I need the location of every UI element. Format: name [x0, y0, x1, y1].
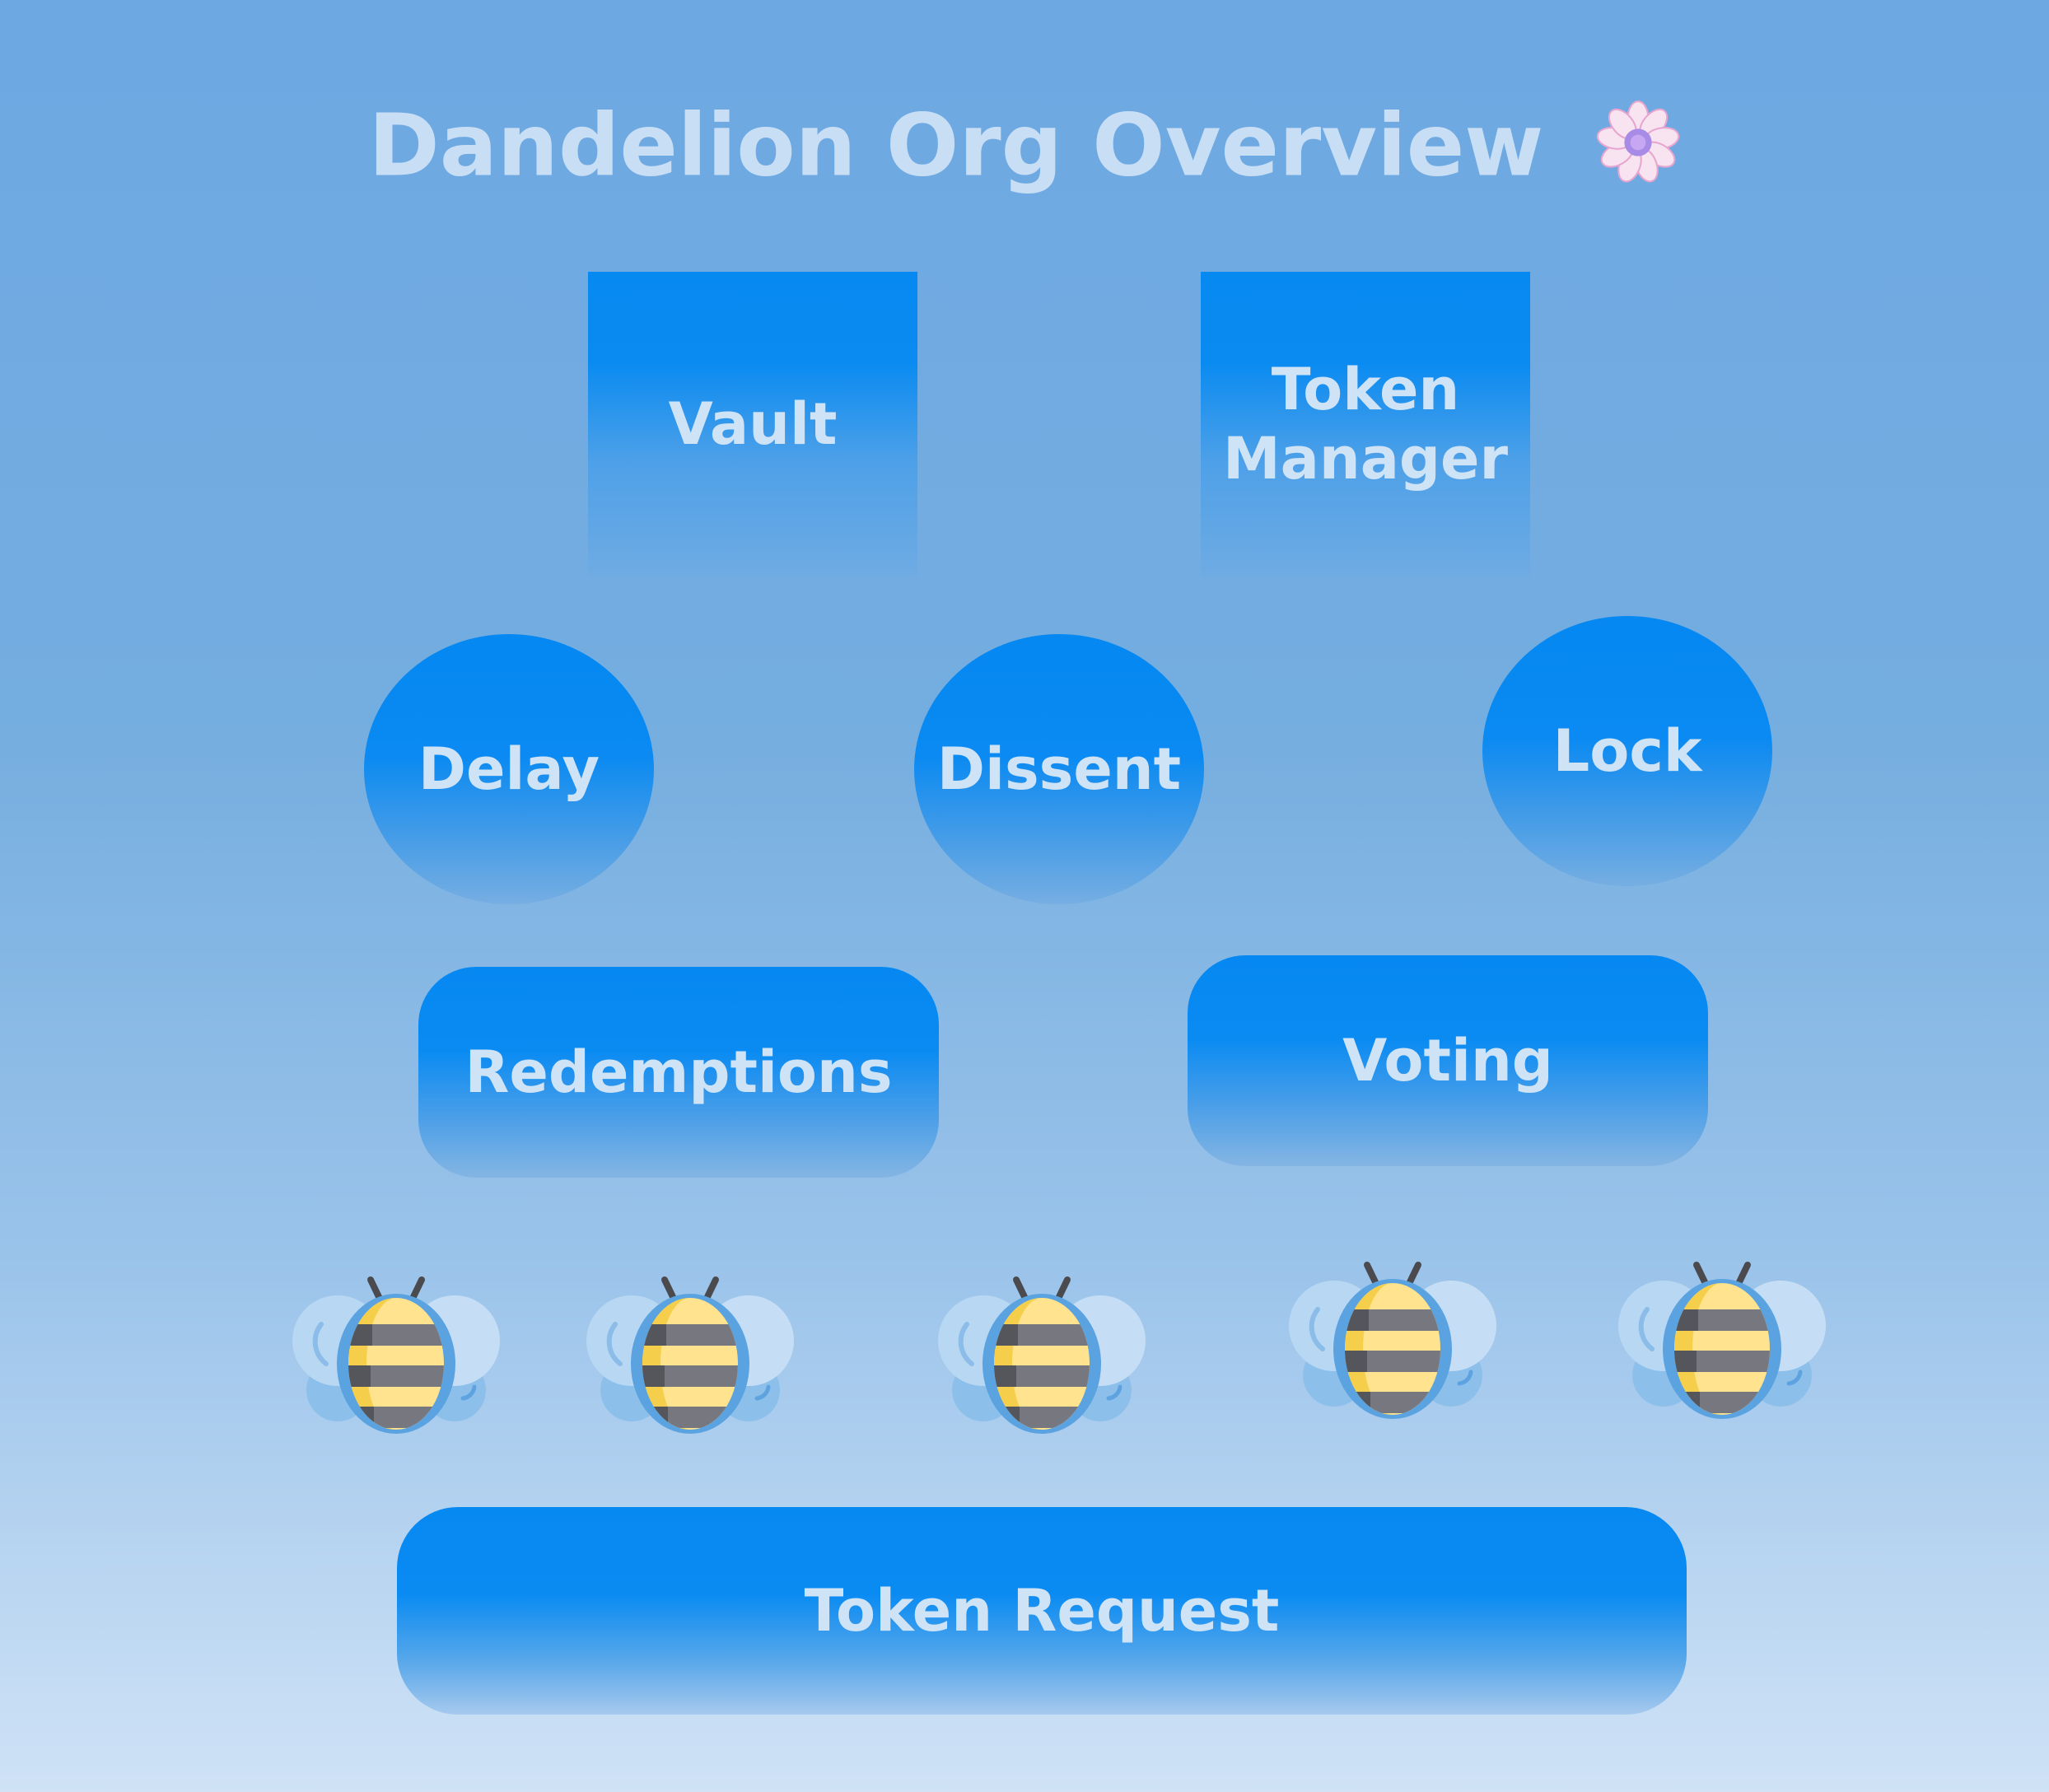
- token-request-label: Token Request: [804, 1577, 1280, 1645]
- dissent-node: Dissent: [914, 634, 1204, 904]
- voting-node: Voting: [1188, 955, 1708, 1166]
- token-manager-node: Token Manager: [1201, 272, 1530, 576]
- lock-node: Lock: [1482, 616, 1772, 886]
- page-title-text: Dandelion Org Overview: [368, 95, 1544, 196]
- bee-icon: [584, 1267, 796, 1435]
- token-manager-label: Token Manager: [1222, 356, 1509, 492]
- bee-icon: [290, 1267, 502, 1435]
- dissent-label: Dissent: [936, 735, 1182, 803]
- voting-label: Voting: [1342, 1027, 1553, 1094]
- token-request-node: Token Request: [397, 1507, 1687, 1715]
- bee-icon: [1616, 1252, 1828, 1421]
- lock-label: Lock: [1552, 717, 1702, 785]
- bee-icon: [936, 1267, 1148, 1435]
- delay-label: Delay: [418, 735, 600, 803]
- vault-node: Vault: [588, 272, 917, 576]
- vault-label: Vault: [668, 390, 838, 458]
- redemptions-label: Redemptions: [464, 1038, 893, 1106]
- flower-icon: [1596, 100, 1679, 183]
- delay-node: Delay: [364, 634, 654, 904]
- bee-icon: [1286, 1252, 1499, 1421]
- redemptions-node: Redemptions: [418, 967, 939, 1178]
- page-title: Dandelion Org Overview: [0, 86, 2049, 199]
